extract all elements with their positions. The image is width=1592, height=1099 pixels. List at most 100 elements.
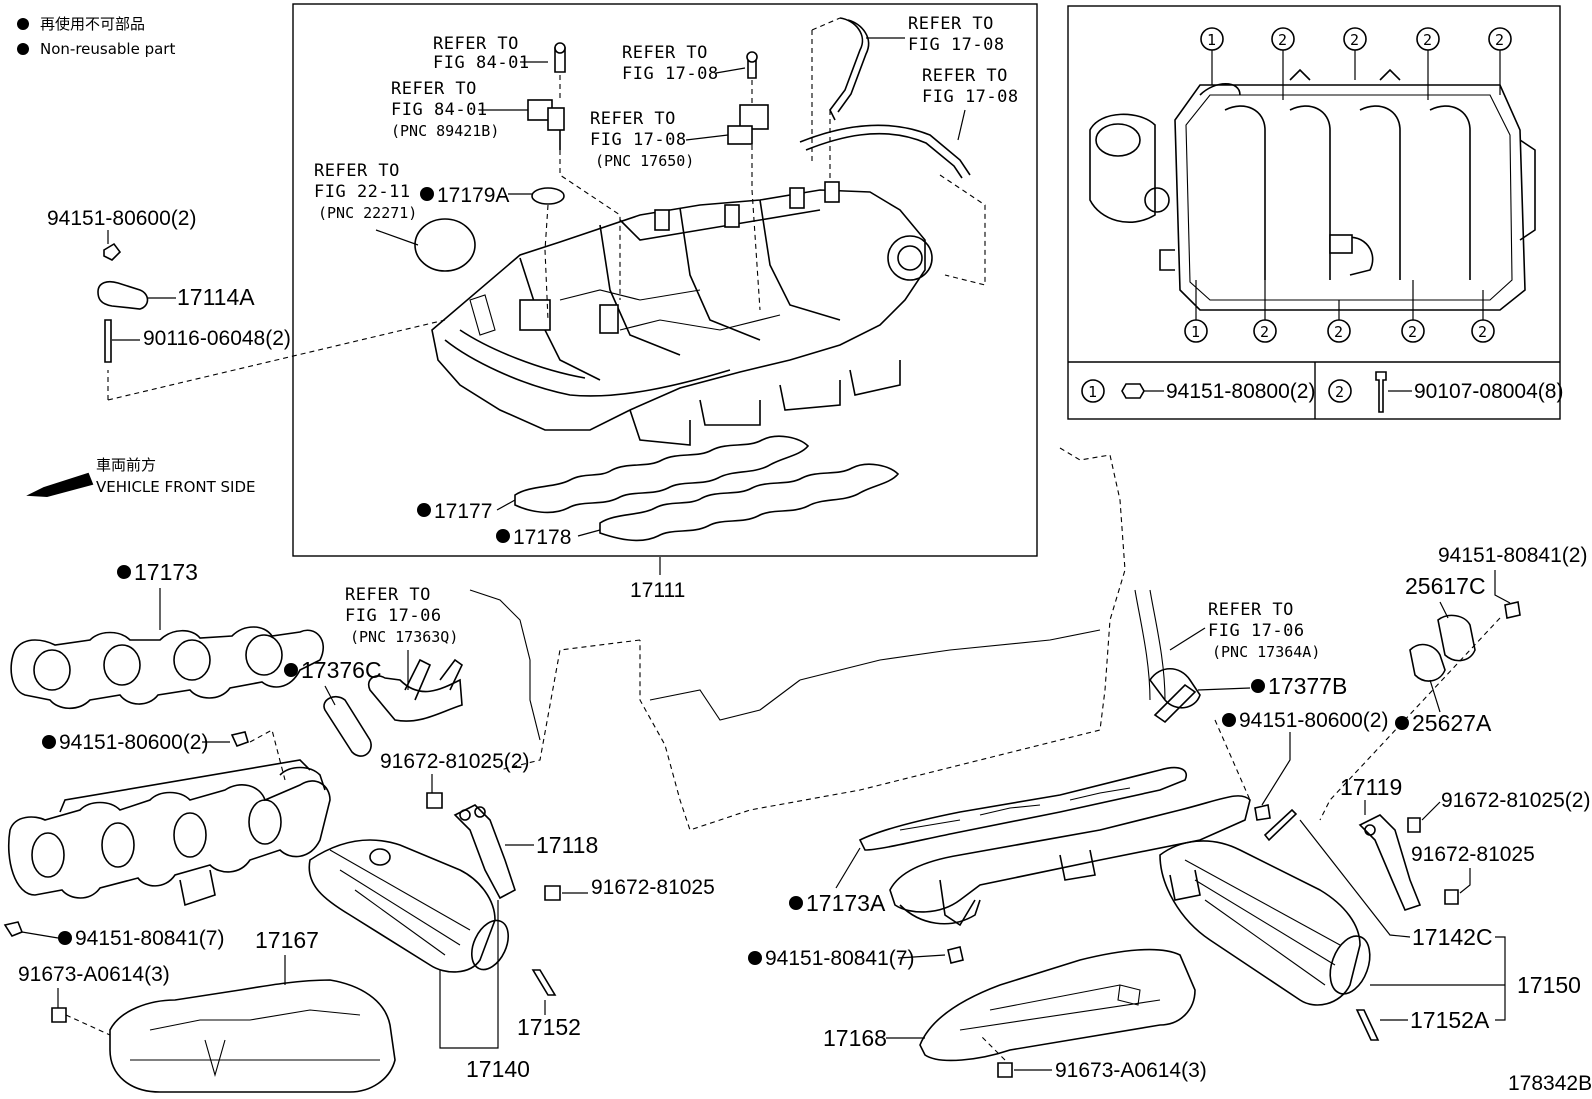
exhaust-manifold-right-drawing xyxy=(889,795,1371,1006)
ref-line: REFER TO xyxy=(908,14,994,34)
sensor-top-drawing xyxy=(527,17,971,179)
label-17173A: 17173A xyxy=(789,847,886,916)
inset-markers-top: 1 2 2 2 2 xyxy=(1200,27,1512,100)
part-number: 25627A xyxy=(1412,710,1492,736)
part-number: 17150 xyxy=(1517,972,1581,998)
ref-line: FIG 17-08 xyxy=(922,87,1019,107)
intake-gaskets-drawing xyxy=(514,435,900,542)
ref-17-06-right: REFER TO FIG 17-06 (PNC 17364A) xyxy=(1169,600,1320,661)
ref-line: FIG 17-08 xyxy=(908,35,1005,55)
nut-94151-drawing xyxy=(1254,804,1271,821)
marker-circle: 2 xyxy=(1416,27,1440,100)
bracket-17119-drawing xyxy=(1358,814,1422,911)
bracket-17114A-drawing xyxy=(97,242,149,363)
label-17111: 17111 xyxy=(630,557,685,602)
part-number: 90116-06048(2) xyxy=(143,327,291,350)
gasket-25627A-drawing xyxy=(1409,643,1446,682)
gasket-17173A-drawing xyxy=(858,766,1187,851)
part-number: 91672-81025(2) xyxy=(1441,789,1590,812)
heat-insulator-17167-drawing xyxy=(109,979,396,1093)
inset-frame xyxy=(1067,5,1561,420)
leader xyxy=(1439,601,1449,619)
non-reusable-dot-icon xyxy=(284,663,298,677)
bolt-91672-drawing xyxy=(1407,817,1421,833)
non-reusable-dot-icon xyxy=(748,951,762,965)
dash-leader xyxy=(1319,617,1501,821)
ref-line: REFER TO xyxy=(391,79,477,99)
ref-17-08-c: REFER TO FIG 17-08 xyxy=(866,14,1005,55)
inset-manifold-drawing xyxy=(1089,68,1536,311)
label-25627A: 25627A xyxy=(1395,679,1492,736)
marker-num: 2 xyxy=(1423,31,1432,49)
ref-line: FIG 22-11 xyxy=(314,182,411,202)
bracket-17150 xyxy=(1495,936,1506,1021)
gasket-ring-17179A xyxy=(531,187,565,205)
gasket-ring-22271 xyxy=(414,218,476,272)
marker-num: 2 xyxy=(1334,323,1343,341)
label-17178: 17178 xyxy=(496,526,601,549)
ref-pnc: (PNC 22271) xyxy=(318,204,417,222)
label-17140: 17140 xyxy=(439,900,530,1082)
marker-circle: 2 xyxy=(1343,27,1367,80)
ref-line: REFER TO xyxy=(590,109,676,129)
heat-insulator-17168-drawing xyxy=(919,948,1196,1062)
marker-num: 2 xyxy=(1408,323,1417,341)
leader xyxy=(1494,570,1511,604)
non-reusable-dot-icon xyxy=(17,43,29,55)
label-94151-80600-left: 94151-80600(2) xyxy=(42,729,286,781)
marker-circle: 2 xyxy=(1471,290,1495,343)
ref-line: REFER TO xyxy=(1208,600,1294,620)
non-reusable-dot-icon xyxy=(417,503,431,517)
marker-circle: 2 xyxy=(1327,300,1351,343)
part-number: 94151-80600(2) xyxy=(1239,709,1388,732)
ref-84-01-a: REFER TO FIG 84-01 xyxy=(433,34,548,73)
marker-circle: 2 xyxy=(1253,280,1277,343)
ref-line: REFER TO xyxy=(922,66,1008,86)
part-number: 17178 xyxy=(513,526,571,549)
part-number: 17119 xyxy=(1340,774,1402,800)
ref-line: REFER TO xyxy=(433,34,519,54)
part-number: 94151-80841(7) xyxy=(75,927,224,950)
marker-num: 2 xyxy=(1278,31,1287,49)
legend: 再使用不可部品 Non-reusable part xyxy=(17,15,175,58)
part-number: 94151-80600(2) xyxy=(59,731,208,754)
marker-num: 1 xyxy=(1191,323,1200,341)
bracket-17118-drawing xyxy=(453,804,516,900)
inset-markers-bottom: 1 2 2 2 2 xyxy=(1184,280,1495,343)
label-17173: 17173 xyxy=(117,559,198,630)
part-number: 94151-80841(7) xyxy=(765,947,914,970)
ref-22-11: REFER TO FIG 22-11 (PNC 22271) xyxy=(314,161,419,246)
ref-17-06-left: REFER TO FIG 17-06 (PNC 17363Q) xyxy=(345,585,458,690)
bolt-icon xyxy=(1375,371,1387,413)
nut-94151-drawing xyxy=(3,921,24,937)
part-number: 91672-81025 xyxy=(591,876,715,899)
part-number: 17179A xyxy=(437,184,509,207)
part-number: 17152A xyxy=(1410,1007,1490,1033)
bolt-91672-drawing xyxy=(426,792,443,809)
part-number: 17152 xyxy=(517,1014,581,1040)
figure-id: 178342B xyxy=(1508,1072,1592,1095)
part-number: 17114A xyxy=(177,284,255,310)
part-number: 91673-A0614(3) xyxy=(1055,1059,1207,1082)
label-94151-80841-left: 94151-80841(7) xyxy=(21,927,224,950)
ref-line: FIG 17-08 xyxy=(622,64,719,84)
part-number: 17376C xyxy=(301,657,382,683)
nut-94151-drawing xyxy=(947,946,964,964)
engine-block-outline xyxy=(469,447,1166,831)
ref-line: REFER TO xyxy=(345,585,431,605)
ref-line: FIG 17-08 xyxy=(590,130,687,150)
non-reusable-dot-icon xyxy=(1251,679,1265,693)
ref-pnc: (PNC 17363Q) xyxy=(350,628,458,646)
vehicle-front-indicator: 車両前方 VEHICLE FRONT SIDE xyxy=(26,456,256,498)
part-number: 17111 xyxy=(630,579,685,602)
gasket-17376C-drawing xyxy=(323,658,464,757)
part-number: 94151-80800(2) xyxy=(1166,380,1315,403)
part-number: 91673-A0614(3) xyxy=(18,963,170,986)
part-number: 17140 xyxy=(466,1056,530,1082)
inset-key-2: 2 90107-08004(8) xyxy=(1328,371,1563,413)
ref-line: REFER TO xyxy=(622,43,708,63)
marker-num: 2 xyxy=(1350,31,1359,49)
stud-drawing xyxy=(1263,808,1298,842)
part-number: 91672-81025(2) xyxy=(380,750,529,773)
dash-leader xyxy=(65,1014,111,1036)
